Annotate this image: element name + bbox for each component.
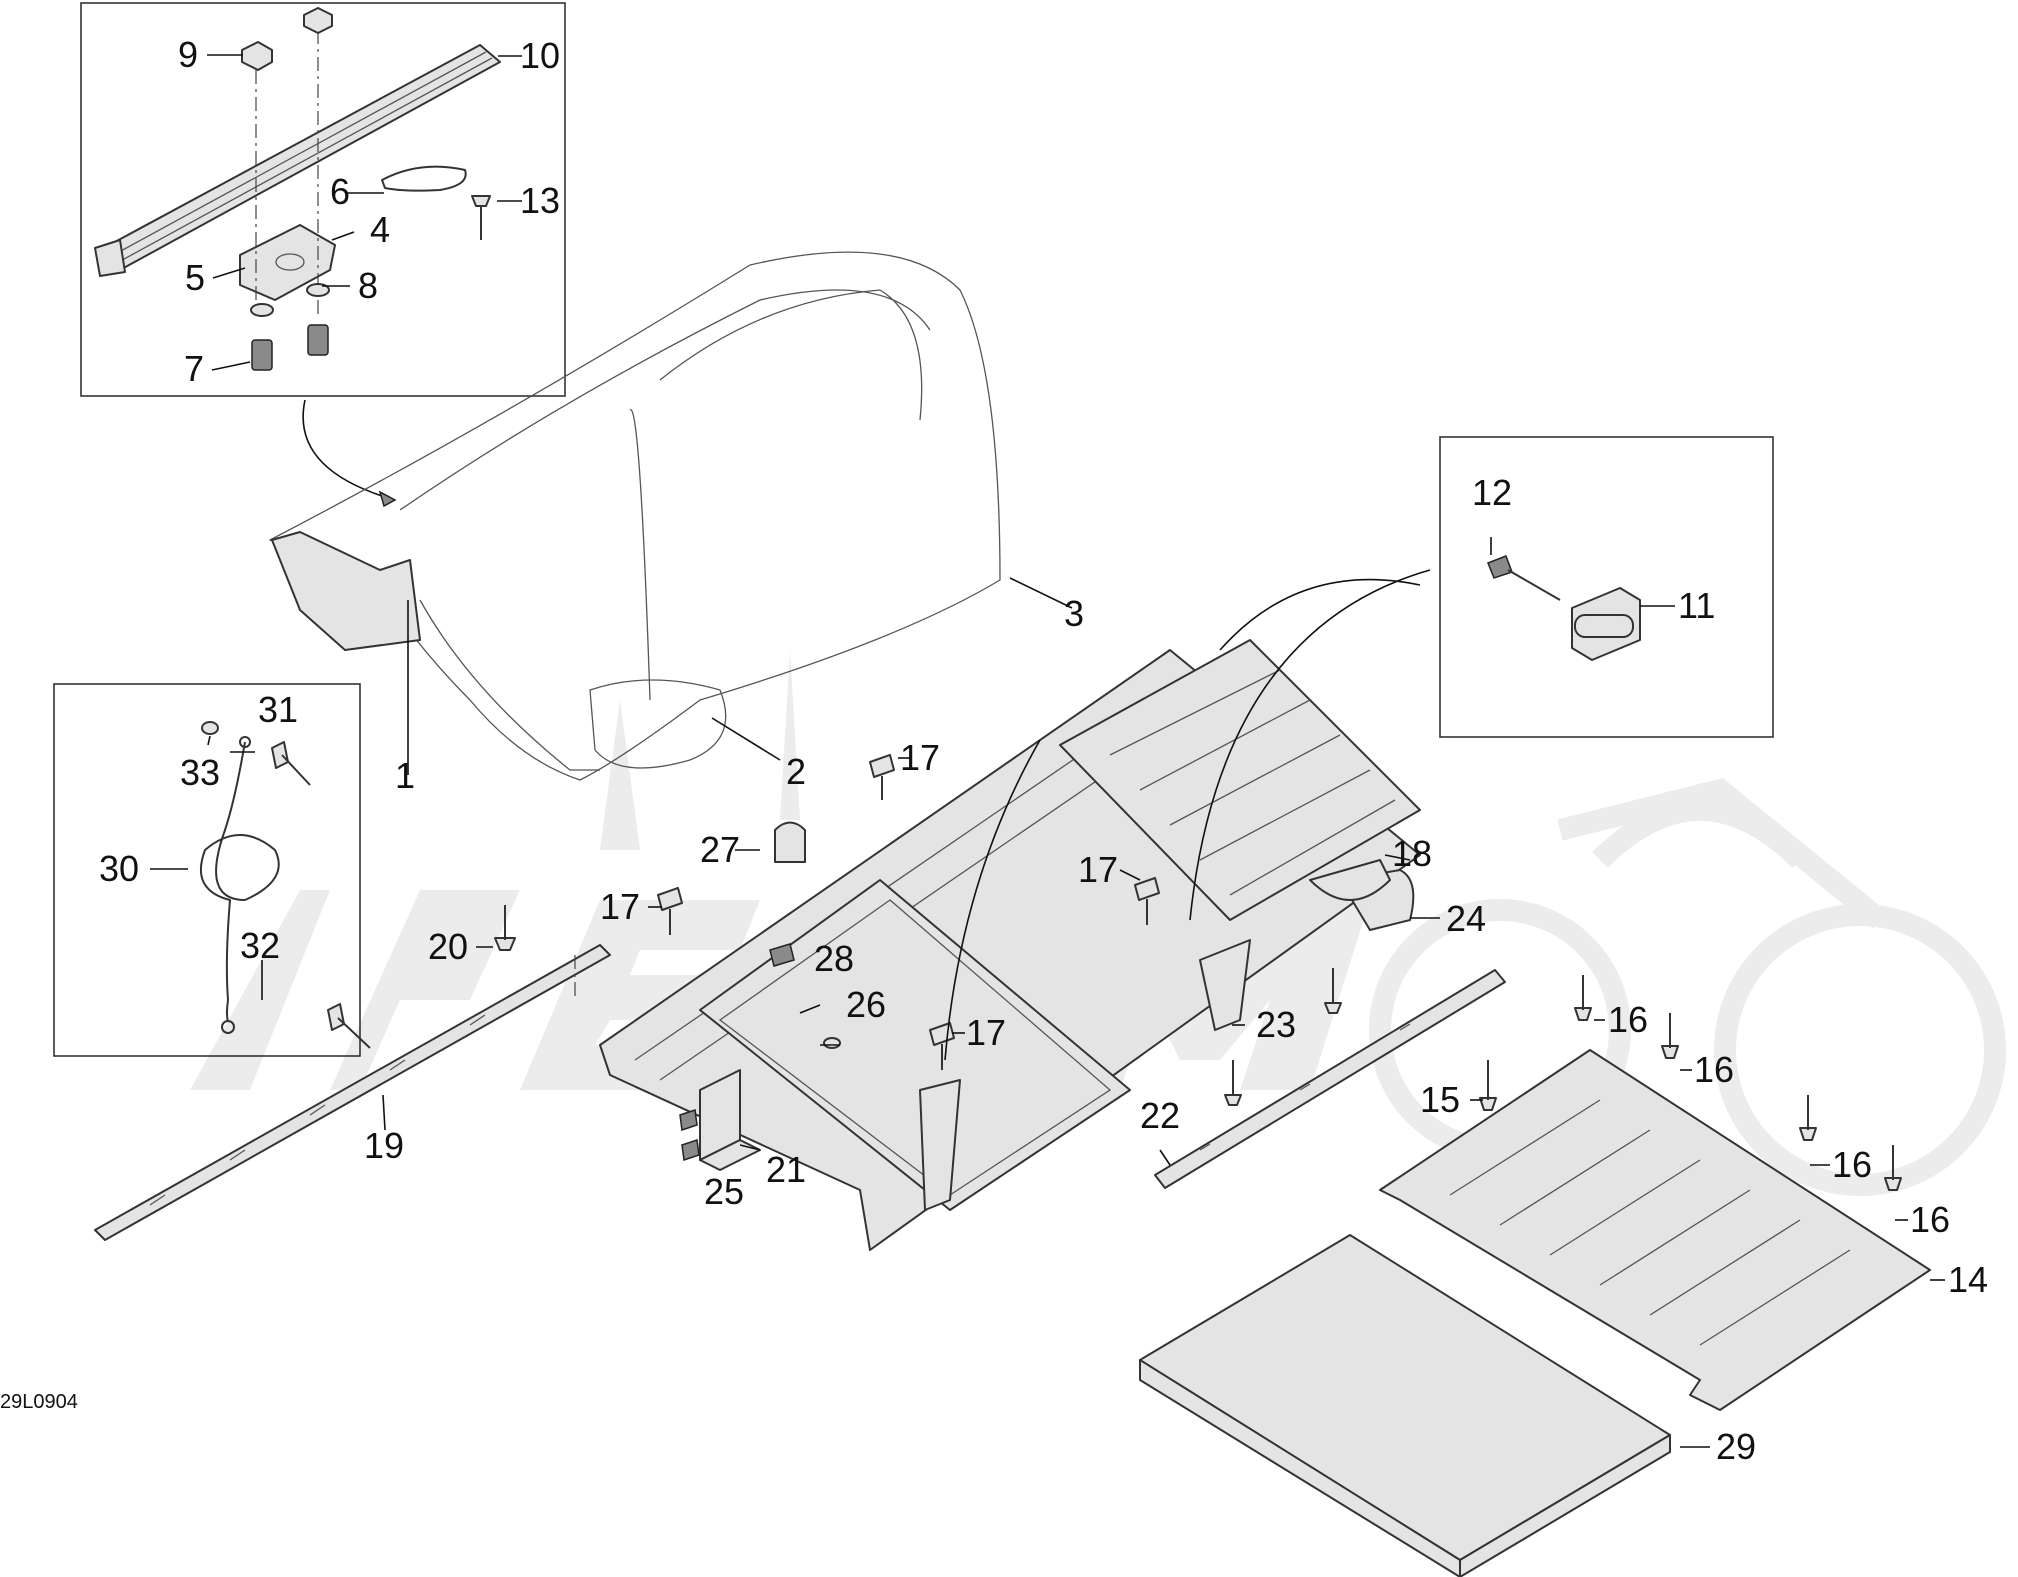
- washer-part-26: [823, 1037, 841, 1049]
- latch-bracket-part: [239, 224, 336, 301]
- callout-label: 20: [428, 926, 468, 967]
- callout-label: 22: [1140, 1095, 1180, 1136]
- callout-label: 3: [1064, 593, 1084, 634]
- seat-patch-part-2: [589, 679, 727, 769]
- pad-part-29: [1139, 1234, 1671, 1577]
- bumper-part-27: [774, 821, 806, 863]
- strip-part-22: [1154, 969, 1506, 1189]
- callout-label: 32: [240, 925, 280, 966]
- callout-label: 7: [184, 348, 204, 389]
- latch-rail-part: [94, 44, 501, 277]
- rivet-parts-31-32: [271, 741, 371, 1049]
- nut-part-28: [769, 943, 795, 967]
- detail-inset-cable: [53, 683, 361, 1057]
- callout-label: 4: [370, 209, 390, 250]
- callout-label: 16: [1910, 1199, 1950, 1240]
- callout-label: 17: [966, 1012, 1006, 1053]
- callout-label: 29: [1716, 1426, 1756, 1467]
- washer-bolt-parts: [250, 283, 330, 371]
- callout-label: 14: [1948, 1259, 1988, 1300]
- callout-label: 12: [1472, 472, 1512, 513]
- callout-label: 16: [1608, 999, 1648, 1040]
- callout-label: 5: [185, 257, 205, 298]
- callout-label: 6: [330, 171, 350, 212]
- detail-inset-latch: [80, 2, 566, 397]
- rivet-part-13: [471, 195, 491, 240]
- callout-label: 8: [358, 265, 378, 306]
- callout-label: 33: [180, 752, 220, 793]
- callout-label: 18: [1392, 833, 1432, 874]
- callout-label: 26: [846, 984, 886, 1025]
- bolts-part-17: [657, 754, 1160, 1070]
- callout-label: 17: [1078, 849, 1118, 890]
- nut-part: [241, 7, 333, 71]
- seat-frame-part-18: [599, 639, 1421, 1251]
- callout-label: 21: [766, 1149, 806, 1190]
- callout-label: 24: [1446, 898, 1486, 939]
- hinge-part: [1487, 555, 1641, 661]
- rivet-part-20: [494, 905, 576, 1000]
- callout-label: 2: [786, 751, 806, 792]
- callout-label: 27: [700, 829, 740, 870]
- callout-labels: 1 2 3 4 5 6 7 8 9 10 11 12 13 14 15 16 1…: [0, 34, 1988, 1467]
- callout-label: 9: [178, 34, 198, 75]
- callout-label: 28: [814, 938, 854, 979]
- washer-part-33: [201, 721, 219, 735]
- callout-leaders: [150, 54, 1945, 1448]
- callout-label: 31: [258, 689, 298, 730]
- panel-part-14: [1379, 1049, 1931, 1411]
- cord-part-6: [381, 165, 467, 192]
- callout-label: 23: [1256, 1004, 1296, 1045]
- callout-label: 25: [704, 1171, 744, 1212]
- callout-label: 13: [520, 180, 560, 221]
- callout-label: 17: [900, 737, 940, 778]
- inset-arrow-to-seat: [302, 399, 396, 501]
- seat-part-3: [268, 251, 1001, 781]
- strip-part-19: [94, 944, 611, 1241]
- drawing-id: 29L0904: [0, 1391, 78, 1413]
- callout-label: 30: [99, 848, 139, 889]
- callout-label: 19: [364, 1125, 404, 1166]
- callout-label: 16: [1694, 1049, 1734, 1090]
- callout-label: 11: [1678, 585, 1715, 626]
- callout-label: 17: [600, 886, 640, 927]
- cable-part-30: [200, 736, 280, 1034]
- rivets-part-15-16: [1479, 975, 1902, 1191]
- rivets-part-23: [1224, 968, 1342, 1106]
- callout-label: 10: [520, 35, 560, 76]
- callout-label: 1: [395, 755, 415, 796]
- callout-label: 15: [1420, 1079, 1460, 1120]
- detail-inset-hinge: [1439, 436, 1774, 738]
- callout-label: 16: [1832, 1144, 1872, 1185]
